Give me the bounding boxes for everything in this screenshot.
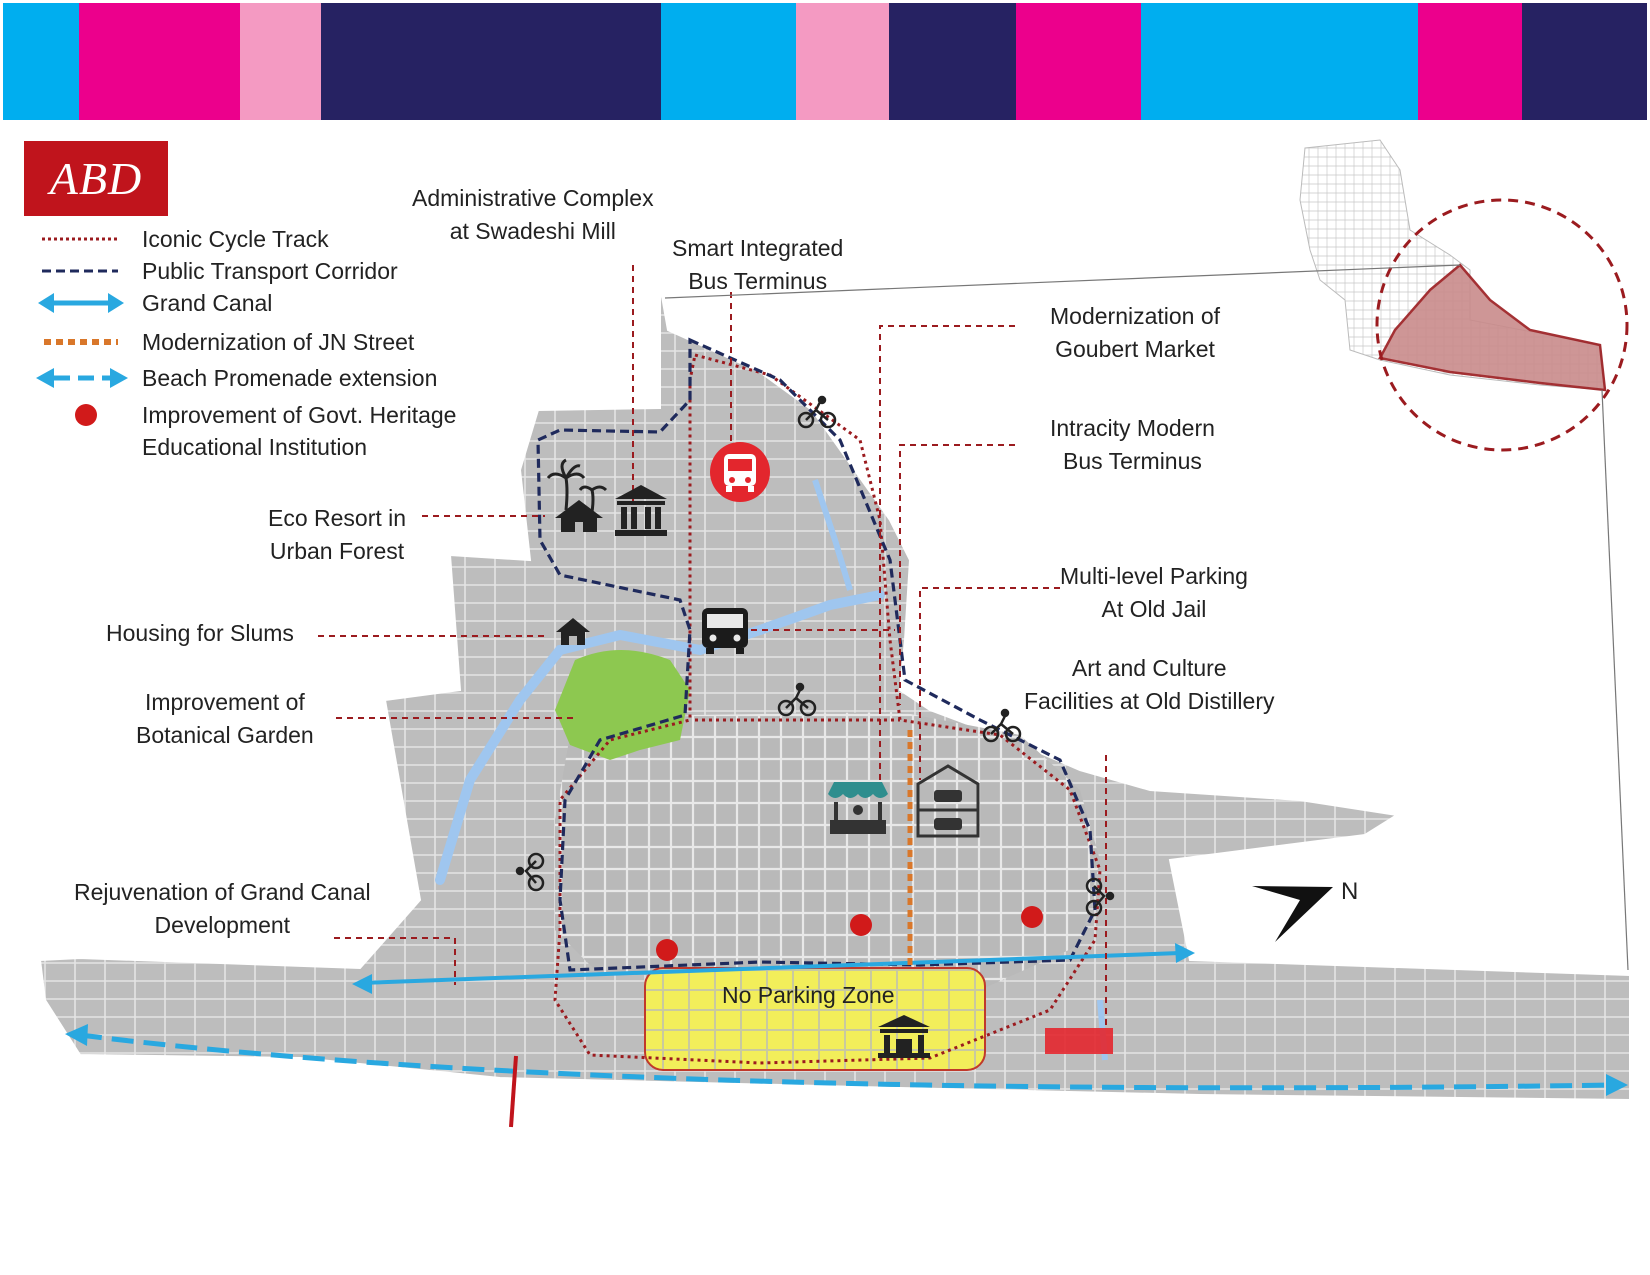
legend-item-cycle-track: Iconic Cycle Track	[36, 224, 329, 254]
legend-label: Grand Canal	[142, 289, 273, 316]
stripe-segment	[321, 3, 521, 120]
heritage-building-icon	[878, 1015, 930, 1058]
label-line: At Old Jail	[1101, 596, 1207, 622]
legend-item-public-transport: Public Transport Corridor	[36, 256, 398, 286]
label-line: Development	[154, 912, 291, 938]
legend-label: Iconic Cycle Track	[142, 225, 329, 252]
museum-icon	[615, 485, 667, 536]
beach-promenade-line	[79, 1032, 1616, 1091]
heritage-dot	[1021, 906, 1043, 928]
label-line: Botanical Garden	[136, 722, 314, 748]
label-line: Goubert Market	[1055, 336, 1215, 362]
legend-heritage-symbol	[36, 400, 128, 430]
label-goubert-market: Modernization of Goubert Market	[1050, 300, 1220, 366]
label-line: Administrative Complex	[412, 185, 654, 211]
label-art-culture: Art and Culture Facilities at Old Distil…	[1024, 652, 1275, 718]
label-line: Art and Culture	[1071, 655, 1227, 681]
legend-label: Beach Promenade extension	[142, 364, 438, 391]
house-icon	[556, 618, 590, 645]
header-color-stripe	[3, 3, 1647, 120]
palm-tree-icon	[546, 458, 608, 513]
label-line: at Swadeshi Mill	[449, 218, 616, 244]
legend-item-grand-canal: Grand Canal	[36, 288, 272, 318]
label-line: Smart Integrated	[672, 235, 844, 261]
house-icon	[555, 500, 603, 532]
legend-jn-street-symbol	[36, 327, 128, 357]
legend-item-heritage: Improvement of Govt. Heritage	[36, 400, 456, 430]
heritage-dot	[850, 914, 872, 936]
smart-bus-terminus-icon	[710, 442, 770, 502]
promenade-arrow-left	[65, 1024, 88, 1046]
stripe-segment	[1418, 3, 1522, 120]
label-line: Urban Forest	[269, 538, 405, 564]
legend-item-beach-promenade: Beach Promenade extension	[36, 363, 437, 393]
label-line: Modernization of	[1050, 303, 1221, 329]
map-land	[38, 284, 1631, 1102]
market-stall-icon	[828, 782, 888, 834]
stripe-segment	[521, 3, 661, 120]
parking-building-icon	[916, 764, 980, 838]
label-line: Intracity Modern	[1050, 415, 1215, 441]
public-transport-route	[536, 337, 1097, 972]
leader-lines	[318, 265, 1107, 1030]
legend-cycle-track-symbol	[36, 224, 128, 254]
label-line: Bus Terminus	[688, 268, 828, 294]
label-line: Facilities at Old Distillery	[1024, 688, 1275, 714]
stripe-segment	[661, 3, 796, 120]
cycle-track-route	[553, 353, 1102, 1065]
locator-inset-map	[664, 139, 1629, 971]
bus-icon	[702, 608, 748, 654]
grand-canal-arrow-right	[1175, 943, 1195, 963]
botanical-garden	[555, 650, 690, 760]
cycle-icon	[515, 395, 1115, 917]
label-smart-bus-terminus: Smart Integrated Bus Terminus	[672, 232, 843, 298]
label-botanical-garden: Improvement of Botanical Garden	[136, 686, 314, 752]
label-line: Multi-level Parking	[1060, 563, 1248, 589]
stripe-segment	[79, 3, 240, 120]
stripe-segment	[240, 3, 321, 120]
label-line: Bus Terminus	[1062, 448, 1202, 474]
north-arrow-icon	[1252, 886, 1333, 942]
stripe-segment	[1141, 3, 1418, 120]
legend-public-transport-symbol	[36, 256, 128, 286]
label-no-parking-zone: No Parking Zone	[722, 982, 895, 1008]
label-line: Eco Resort in	[268, 505, 407, 531]
label-housing-slums: Housing for Slums	[106, 620, 294, 646]
waterway	[812, 479, 853, 591]
legend-beach-promenade-symbol	[36, 363, 128, 393]
stripe-segment	[1522, 3, 1647, 120]
label-grand-canal-rejuvenation: Rejuvenation of Grand Canal Development	[74, 876, 371, 942]
map-core-grid	[555, 712, 1100, 990]
grand-canal-line	[359, 951, 1181, 985]
legend-label: Modernization of JN Street	[142, 328, 415, 355]
legend-label: Improvement of Govt. Heritage	[142, 401, 457, 428]
promenade-arrow-right	[1606, 1074, 1628, 1096]
label-line: Improvement of	[144, 689, 305, 715]
label-intracity-terminus: Intracity Modern Bus Terminus	[1050, 412, 1215, 478]
north-label: N	[1341, 878, 1359, 905]
label-line: Rejuvenation of Grand Canal	[74, 879, 371, 905]
legend-item-jn-street: Modernization of JN Street	[36, 327, 414, 357]
stripe-segment	[889, 3, 1016, 120]
stripe-segment	[1016, 3, 1141, 120]
legend-label: Public Transport Corridor	[142, 257, 398, 284]
abd-logo: ABD	[24, 141, 168, 216]
legend-label: Educational Institution	[142, 434, 368, 460]
marker-red-stick	[509, 1055, 518, 1128]
legend-grand-canal-symbol	[36, 288, 128, 318]
grand-canal-arrow-left	[352, 974, 372, 994]
waterway	[435, 590, 885, 885]
marker-red-block	[1045, 1028, 1113, 1054]
label-admin-complex: Administrative Complex at Swadeshi Mill	[412, 182, 654, 248]
label-multilevel-parking: Multi-level Parking At Old Jail	[1060, 560, 1248, 626]
label-eco-resort: Eco Resort in Urban Forest	[268, 502, 406, 568]
heritage-dot	[656, 939, 678, 961]
stripe-segment	[3, 3, 79, 120]
stripe-segment	[796, 3, 889, 120]
